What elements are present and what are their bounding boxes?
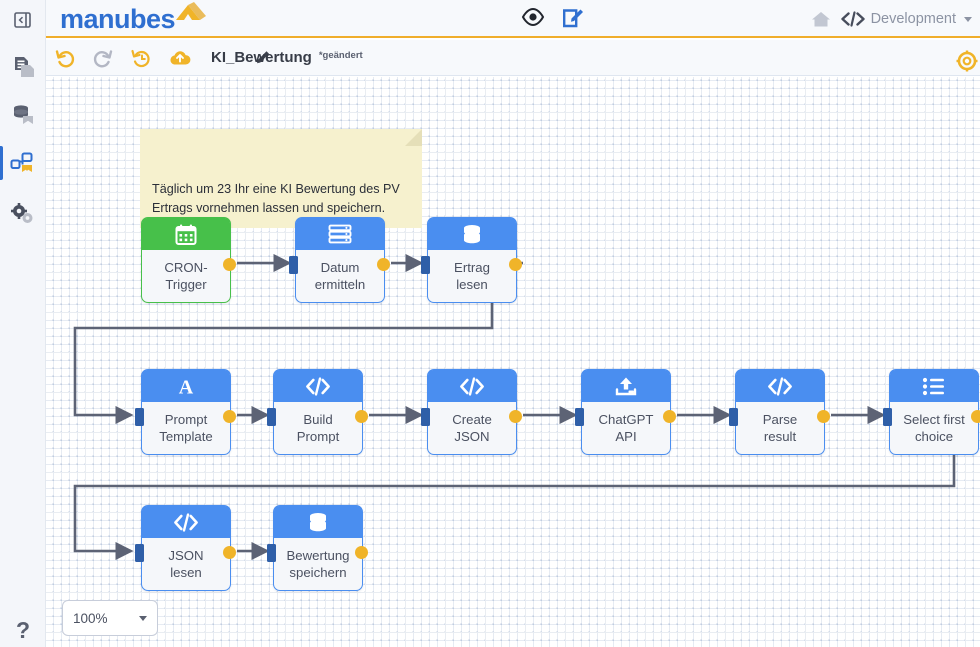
database-icon bbox=[428, 218, 516, 250]
sticky-note-text: Täglich um 23 Ihr eine KI Bewertung des … bbox=[152, 182, 400, 215]
cloud-upload-icon[interactable] bbox=[168, 48, 192, 68]
sidebar-item-settings[interactable] bbox=[0, 192, 46, 238]
node-input-port[interactable] bbox=[421, 256, 430, 274]
node-output-port[interactable] bbox=[223, 546, 236, 559]
sticky-note[interactable]: Täglich um 23 Ihr eine KI Bewertung des … bbox=[140, 129, 422, 228]
environment-label: Development bbox=[870, 11, 956, 27]
list-icon bbox=[890, 370, 978, 402]
flow-node-label: CRON- Trigger bbox=[164, 260, 208, 292]
top-header: manubes bbox=[46, 0, 980, 38]
flow-node-label: Ertrag lesen bbox=[454, 260, 490, 292]
server-rows-icon bbox=[296, 218, 384, 250]
flow-node-select[interactable]: Select first choice bbox=[883, 369, 980, 455]
left-rail: ? bbox=[0, 0, 46, 647]
flow-node-chatgpt[interactable]: ChatGPT API bbox=[575, 369, 676, 455]
history-clock-icon[interactable] bbox=[130, 48, 152, 68]
chevron-down-icon[interactable] bbox=[139, 615, 147, 621]
flow-node-label: Bewertung speichern bbox=[286, 548, 350, 580]
node-output-port[interactable] bbox=[355, 410, 368, 423]
upload-icon bbox=[582, 370, 670, 402]
sidebar-item-data[interactable] bbox=[0, 92, 46, 138]
flow-node-label: Parse result bbox=[762, 412, 798, 444]
flows-icon bbox=[10, 152, 33, 172]
code-icon bbox=[274, 370, 362, 402]
panel-collapse-icon[interactable] bbox=[8, 8, 38, 32]
flow-node-prompt[interactable]: A Prompt Template bbox=[135, 369, 236, 455]
page-title: KI_Bewertung bbox=[211, 49, 312, 66]
modified-badge: *geändert bbox=[318, 50, 363, 61]
flow-node-ertrag[interactable]: Ertrag lesen bbox=[421, 217, 522, 303]
flow-toolbar: KI_Bewertung *geändert bbox=[46, 40, 980, 76]
node-input-port[interactable] bbox=[883, 408, 892, 426]
node-output-port[interactable] bbox=[971, 410, 980, 423]
brand-logo[interactable]: manubes bbox=[60, 4, 176, 34]
calendar-icon bbox=[142, 218, 230, 250]
node-input-port[interactable] bbox=[135, 408, 144, 426]
flow-node-jsonlesen[interactable]: JSON lesen bbox=[135, 505, 236, 591]
flow-canvas[interactable]: Täglich um 23 Ihr eine KI Bewertung des … bbox=[46, 77, 980, 647]
svg-text:A: A bbox=[179, 377, 194, 398]
node-output-port[interactable] bbox=[377, 258, 390, 271]
code-icon bbox=[428, 370, 516, 402]
node-output-port[interactable] bbox=[509, 258, 522, 271]
node-output-port[interactable] bbox=[509, 410, 522, 423]
code-brackets-icon bbox=[840, 11, 865, 27]
node-output-port[interactable] bbox=[817, 410, 830, 423]
flow-node-bewertung[interactable]: Bewertung speichern bbox=[267, 505, 368, 591]
sidebar-item-flows[interactable] bbox=[0, 140, 46, 186]
settings-target-icon[interactable] bbox=[956, 50, 978, 72]
environment-selector[interactable]: Development bbox=[840, 11, 972, 27]
flow-node-label: Create JSON bbox=[452, 412, 492, 444]
letter-a-icon: A bbox=[142, 370, 230, 402]
flow-node-datum[interactable]: Datum ermitteln bbox=[289, 217, 390, 303]
flow-node-label: ChatGPT API bbox=[598, 412, 654, 444]
node-input-port[interactable] bbox=[267, 408, 276, 426]
chevron-down-icon[interactable] bbox=[964, 16, 972, 22]
help-button[interactable]: ? bbox=[15, 616, 31, 643]
gears-icon bbox=[11, 203, 33, 223]
home-icon[interactable] bbox=[811, 10, 831, 28]
flow-node-label: Select first choice bbox=[903, 412, 965, 444]
header-mode-buttons bbox=[521, 6, 585, 28]
undo-icon[interactable] bbox=[54, 48, 76, 68]
flow-node-create[interactable]: Create JSON bbox=[421, 369, 522, 455]
eye-icon[interactable] bbox=[521, 8, 545, 26]
node-input-port[interactable] bbox=[135, 544, 144, 562]
sidebar-item-documents[interactable] bbox=[0, 44, 46, 90]
flow-node-parse[interactable]: Parse result bbox=[729, 369, 830, 455]
flow-node-cron[interactable]: CRON- Trigger bbox=[141, 217, 236, 303]
node-output-port[interactable] bbox=[223, 410, 236, 423]
edit-square-icon[interactable] bbox=[563, 6, 585, 28]
header-right: Development bbox=[811, 0, 972, 38]
zoom-level-select[interactable]: 100% bbox=[62, 600, 158, 636]
node-input-port[interactable] bbox=[421, 408, 430, 426]
node-output-port[interactable] bbox=[223, 258, 236, 271]
flow-node-build[interactable]: Build Prompt bbox=[267, 369, 368, 455]
database-icon bbox=[14, 105, 33, 124]
pencil-icon[interactable] bbox=[254, 49, 272, 67]
toolbar-icons bbox=[54, 48, 192, 68]
flow-node-label: JSON lesen bbox=[168, 548, 204, 580]
node-input-port[interactable] bbox=[289, 256, 298, 274]
flow-node-label: Prompt Template bbox=[159, 412, 213, 444]
code-icon bbox=[736, 370, 824, 402]
node-output-port[interactable] bbox=[663, 410, 676, 423]
node-output-port[interactable] bbox=[355, 546, 368, 559]
redo-icon[interactable] bbox=[92, 48, 114, 68]
node-input-port[interactable] bbox=[267, 544, 276, 562]
flow-node-label: Build Prompt bbox=[296, 412, 340, 444]
flow-title-group[interactable]: KI_Bewertung *geändert bbox=[211, 49, 363, 66]
documents-icon bbox=[15, 57, 34, 77]
node-input-port[interactable] bbox=[575, 408, 584, 426]
flow-node-label: Datum ermitteln bbox=[314, 260, 366, 292]
code-icon bbox=[142, 506, 230, 538]
node-input-port[interactable] bbox=[729, 408, 738, 426]
manubes-logo-mark bbox=[174, 2, 208, 29]
database-icon bbox=[274, 506, 362, 538]
zoom-level-value: 100% bbox=[73, 610, 108, 626]
